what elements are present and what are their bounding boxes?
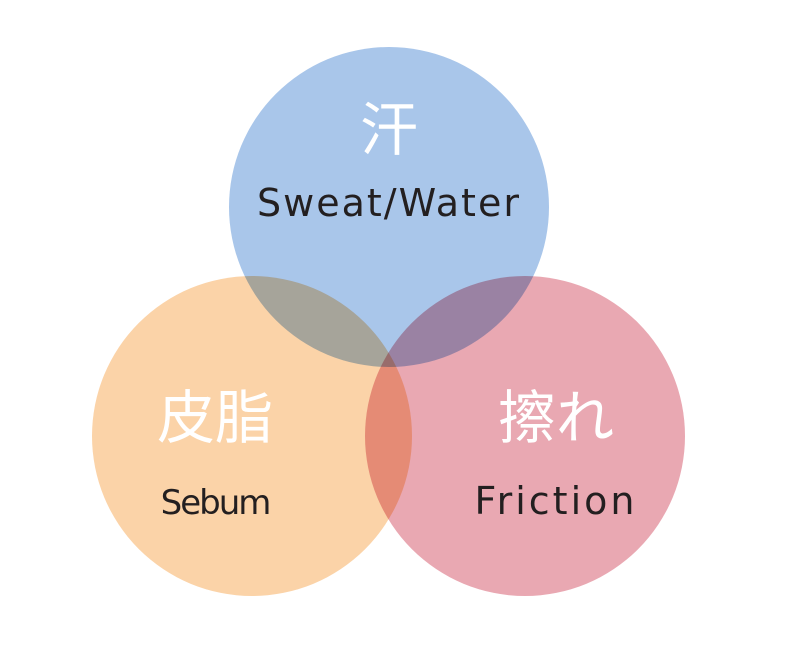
label-group-friction: 擦れ Friction [475, 384, 638, 523]
sweat-english-label: Sweat/Water [257, 181, 521, 225]
label-group-sweat: 汗 Sweat/Water [257, 96, 521, 225]
friction-english-label: Friction [475, 479, 638, 523]
friction-kanji-label: 擦れ [498, 384, 614, 452]
sweat-kanji-label: 汗 [360, 96, 418, 164]
sebum-english-label: Sebum [161, 483, 270, 523]
sebum-kanji-label: 皮脂 [157, 384, 273, 452]
label-group-sebum: 皮脂 Sebum [157, 384, 273, 523]
circle-group [92, 47, 685, 596]
circle-friction [365, 276, 685, 596]
